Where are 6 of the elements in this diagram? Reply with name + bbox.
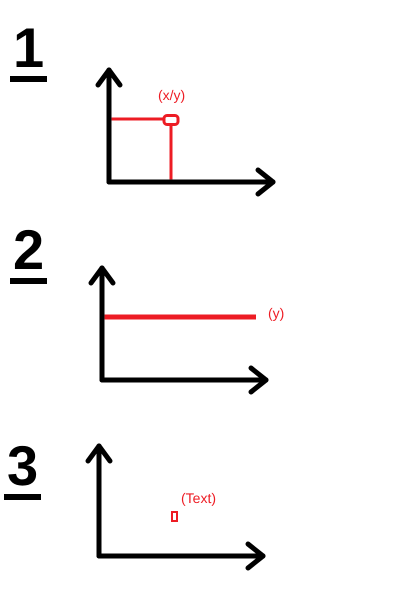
text-label: (Text): [181, 491, 216, 505]
panel-number: 2: [10, 222, 48, 284]
value-label: (y): [268, 306, 284, 320]
coordinate-label: (x/y): [158, 88, 186, 102]
panel-number: 1: [10, 20, 48, 82]
panel-number: 3: [4, 438, 42, 500]
